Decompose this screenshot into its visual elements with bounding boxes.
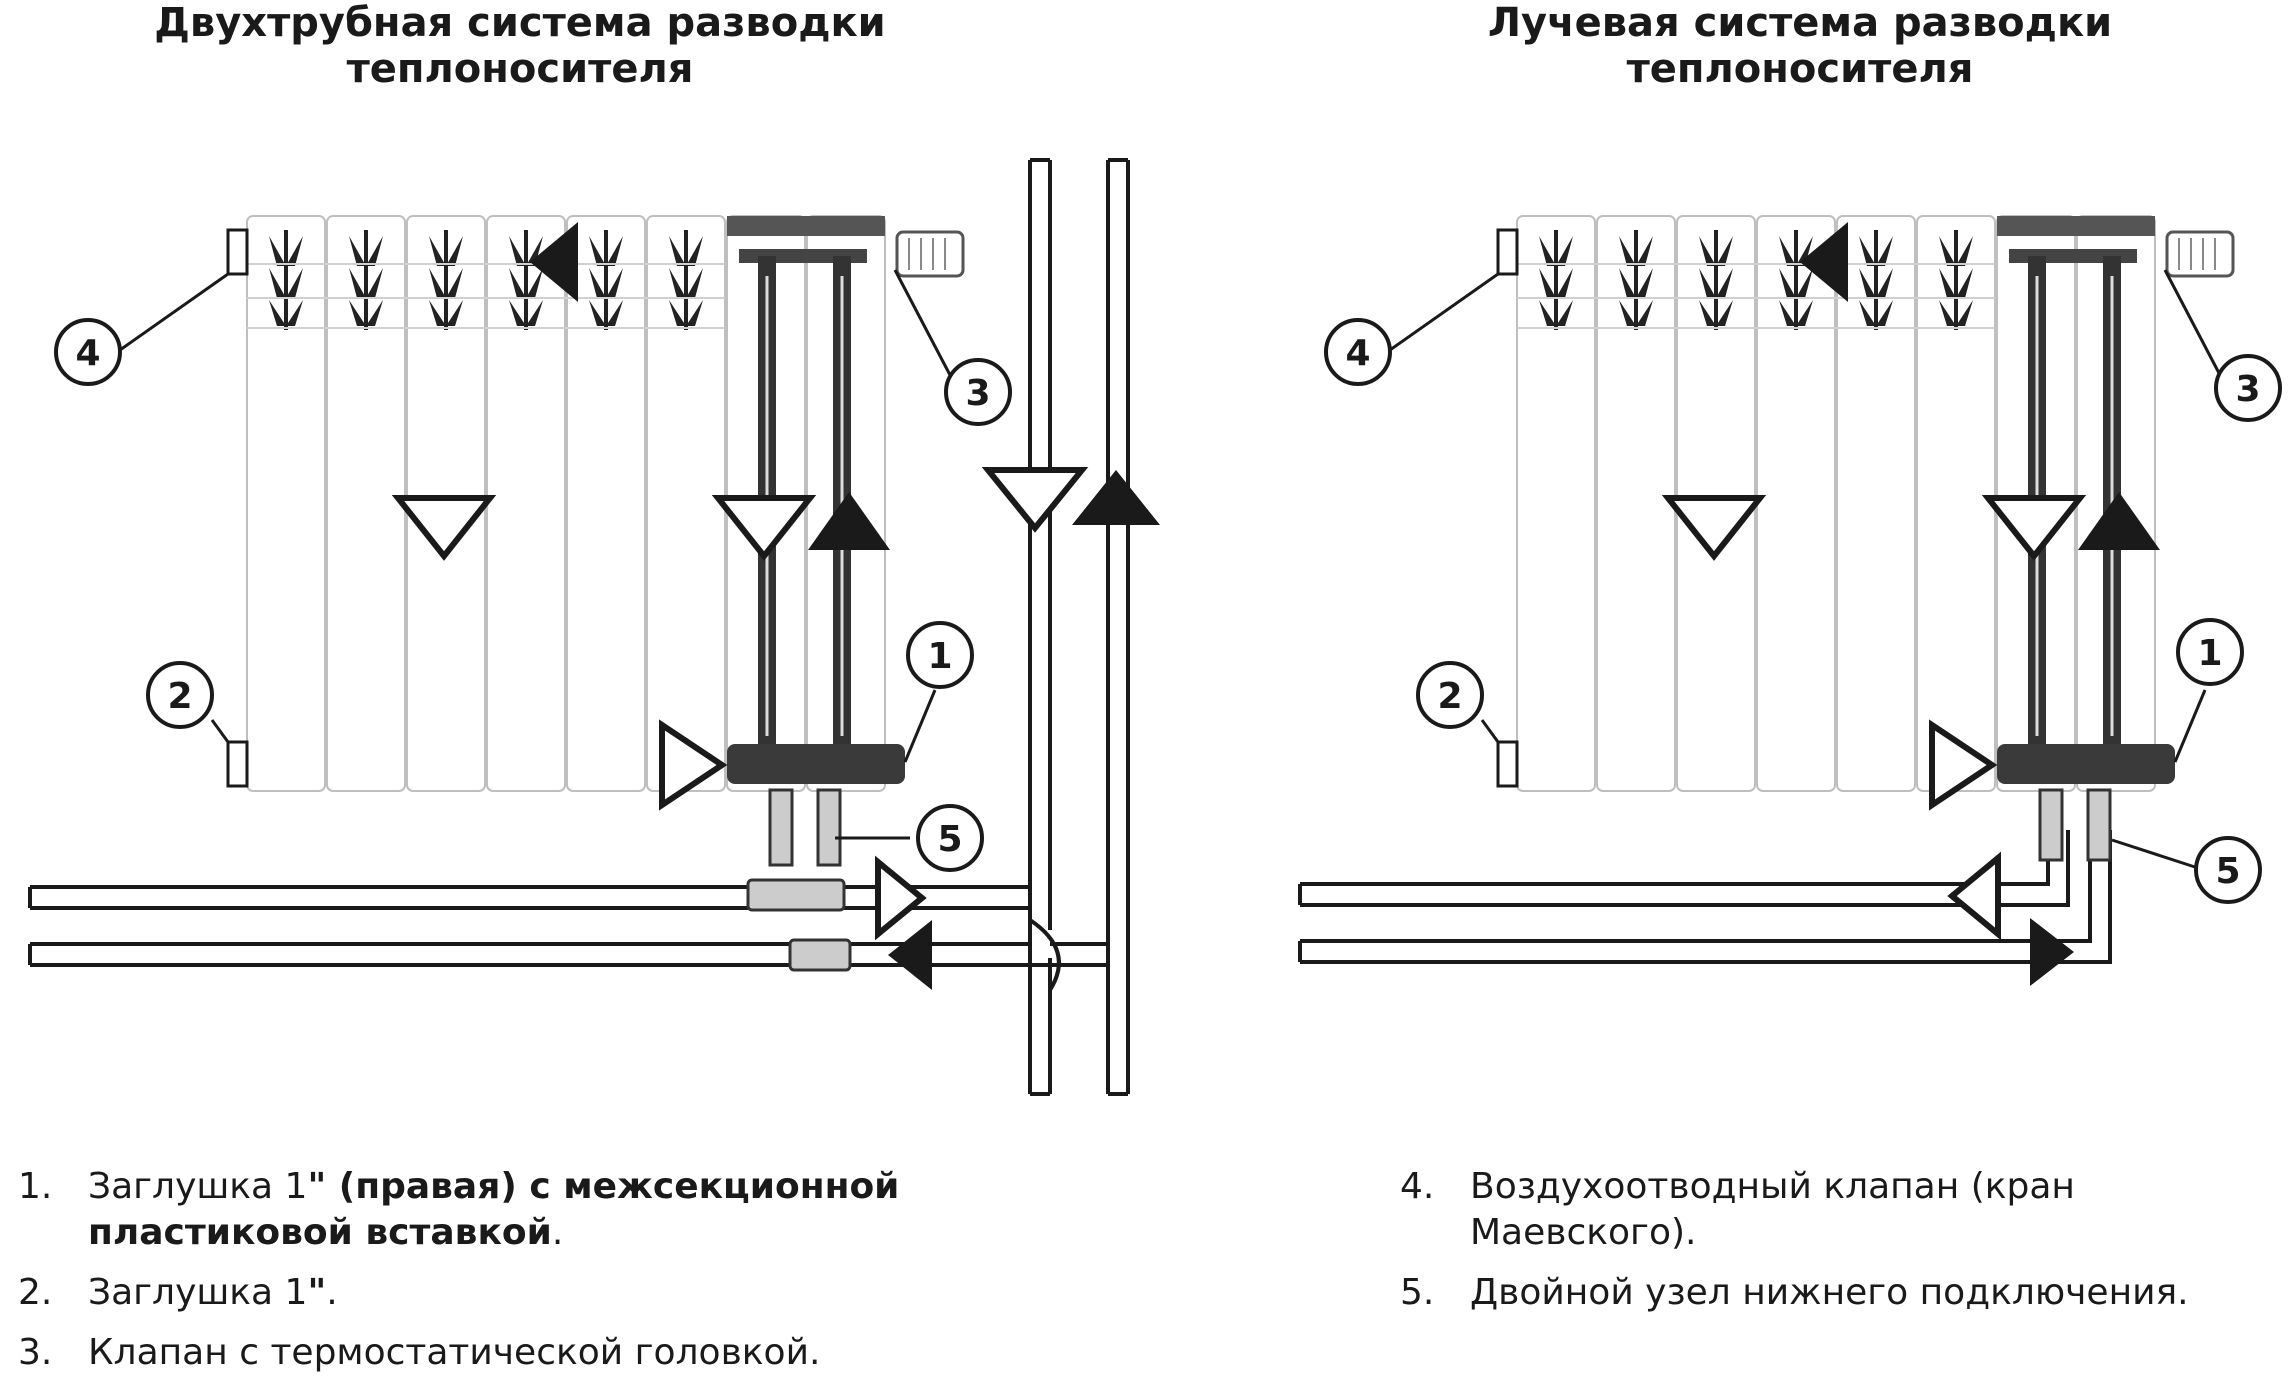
callout-label: 1 <box>927 636 952 677</box>
legend-number: 2. <box>18 1272 53 1313</box>
callout-2-right <box>1416 661 1484 729</box>
callout-4-right <box>1324 318 1392 386</box>
legend-item-1: 1. Заглушка 1" (правая) с межсекционной … <box>18 1164 1018 1256</box>
down-arrow-icon <box>981 467 1089 533</box>
right-arrow-icon <box>1929 719 1998 811</box>
callout-label: 2 <box>1437 676 1462 717</box>
title-two-pipe-system: Двухтрубная система разводки теплоносите… <box>140 0 900 92</box>
legend-item-3: 3. Клапан с термостатической головкой. <box>18 1330 1018 1376</box>
legend-number: 4. <box>1400 1166 1435 1207</box>
legend-text: . <box>551 1212 564 1253</box>
legend-text-bold: " <box>307 1272 327 1313</box>
title-line: теплоносителя <box>346 46 694 92</box>
up-arrow-icon <box>1072 470 1160 525</box>
down-arrow-icon <box>391 495 497 561</box>
legend-text-bold: " (правая) с межсекционной пластиковой в… <box>88 1166 900 1253</box>
legend-text: . <box>326 1272 338 1313</box>
left-arrow-icon <box>530 222 578 302</box>
legend-number: 5. <box>1400 1272 1435 1313</box>
left-arrow-icon <box>888 920 932 990</box>
thermostatic-head-right <box>2165 230 2235 278</box>
callout-1-left <box>906 621 974 689</box>
legend-item-5: 5. Двойной узел нижнего подключения. <box>1400 1270 2280 1316</box>
left-arrow-icon <box>1947 851 2001 941</box>
legend-text: Заглушка 1 <box>88 1166 308 1207</box>
callout-5-right <box>2194 836 2262 904</box>
right-arrow-icon <box>875 855 927 941</box>
legend-text: Двойной узел нижнего подключения. <box>1470 1272 2189 1313</box>
left-diagram: 4 2 3 1 5 <box>28 158 1160 1096</box>
plug-2-left <box>226 740 249 788</box>
air-vent-left <box>226 228 249 276</box>
legend-text: Заглушка 1 <box>88 1272 308 1313</box>
legend-number: 1. <box>18 1166 53 1207</box>
legend-item-4: 4. Воздухоотводный клапан (кран Маевског… <box>1400 1164 2280 1256</box>
callout-label: 4 <box>1345 333 1370 374</box>
down-arrow-icon <box>1981 495 2087 561</box>
legend-left: 1. Заглушка 1" (правая) с межсекционной … <box>18 1164 1018 1390</box>
callout-label: 5 <box>937 819 962 860</box>
callout-label: 2 <box>167 676 192 717</box>
down-arrow-icon <box>711 495 817 561</box>
title-line: Лучевая система разводки <box>1487 0 2113 46</box>
callout-label: 3 <box>2235 369 2260 410</box>
up-arrow-icon <box>2078 492 2160 550</box>
up-arrow-icon <box>808 492 890 550</box>
title-line: Двухтрубная система разводки <box>154 0 886 46</box>
legend-item-2: 2. Заглушка 1". <box>18 1270 1018 1316</box>
callout-3-left <box>944 358 1012 426</box>
right-diagram: 4 2 3 1 5 <box>1298 216 2282 986</box>
legend-text: Воздухоотводный клапан (кран Маевского). <box>1470 1166 2075 1253</box>
callout-1-right <box>2176 618 2244 686</box>
right-arrow-icon <box>2030 918 2074 986</box>
title-line: теплоносителя <box>1626 46 1974 92</box>
legend-text: Клапан с термостатической головкой. <box>88 1332 821 1373</box>
callout-2-left <box>146 661 214 729</box>
down-arrow-icon <box>1661 495 1767 561</box>
thermostatic-head-left <box>895 230 965 278</box>
callout-4-left <box>54 318 122 386</box>
left-arrow-icon <box>1800 222 1848 302</box>
callout-label: 5 <box>2215 851 2240 892</box>
callout-5-left <box>916 804 984 872</box>
title-radial-system: Лучевая система разводки теплоносителя <box>1420 0 2180 92</box>
right-arrow-icon <box>659 719 728 811</box>
callout-3-right <box>2214 354 2282 422</box>
callout-label: 3 <box>965 373 990 414</box>
callout-label: 1 <box>2197 633 2222 674</box>
air-vent-right <box>1496 228 1519 276</box>
legend-number: 3. <box>18 1332 53 1373</box>
callout-label: 4 <box>75 333 100 374</box>
legend-right: 4. Воздухоотводный клапан (кран Маевског… <box>1400 1164 2280 1330</box>
plug-2-right <box>1496 740 1519 788</box>
